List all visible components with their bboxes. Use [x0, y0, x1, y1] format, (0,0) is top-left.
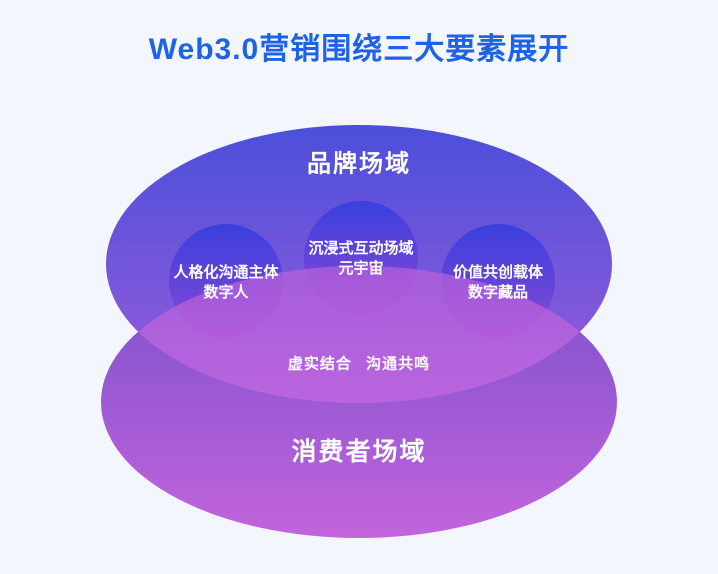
page-title: Web3.0营销围绕三大要素展开	[148, 33, 570, 66]
digital-human-label: 人格化沟通主体 数字人	[173, 263, 278, 303]
digital-collectibles-label: 价值共创载体 数字藏品	[453, 263, 543, 303]
digital-collectibles-label-line1: 价值共创载体	[452, 264, 544, 281]
digital-human-label-line2: 数字人	[203, 284, 249, 301]
metaverse-label: 沉浸式互动场域 元宇宙	[308, 239, 413, 279]
metaverse-label-line1: 沉浸式互动场域	[308, 240, 414, 257]
brand-field-label: 品牌场域	[307, 150, 411, 178]
overlap-lens	[106, 266, 612, 403]
metaverse-label-line2: 元宇宙	[338, 260, 384, 277]
digital-collectibles-label-line2: 数字藏品	[467, 284, 529, 301]
consumer-field-label: 消费者场域	[291, 438, 427, 466]
digital-human-label-line1: 人格化沟通主体	[173, 264, 279, 281]
overlap-label: 虚实结合 沟通共鸣	[287, 355, 431, 373]
